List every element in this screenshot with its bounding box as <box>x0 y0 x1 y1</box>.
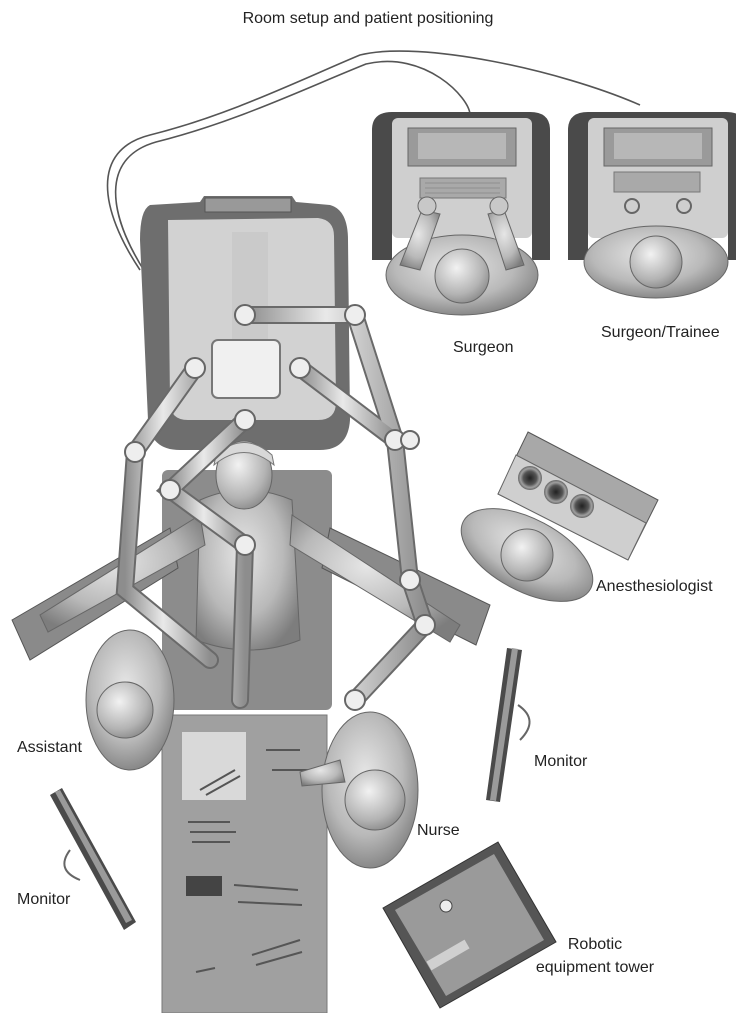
assistant-figure <box>86 630 174 770</box>
label-monitor-left: Monitor <box>17 890 70 910</box>
label-tower-line1: Robotic <box>520 935 670 955</box>
page-title: Room setup and patient positioning <box>0 10 736 28</box>
equipment-tower <box>383 842 556 1008</box>
label-tower-line2: equipment tower <box>520 958 670 978</box>
label-surgeon-trainee: Surgeon/Trainee <box>601 323 720 343</box>
label-monitor-right: Monitor <box>534 752 587 772</box>
instrument-table <box>162 715 327 1013</box>
label-assistant: Assistant <box>17 738 82 758</box>
trainee-figure <box>584 226 728 298</box>
label-surgeon: Surgeon <box>453 338 514 358</box>
label-nurse: Nurse <box>417 821 460 841</box>
label-anesthesiologist: Anesthesiologist <box>596 577 713 597</box>
monitor-right <box>486 648 530 802</box>
